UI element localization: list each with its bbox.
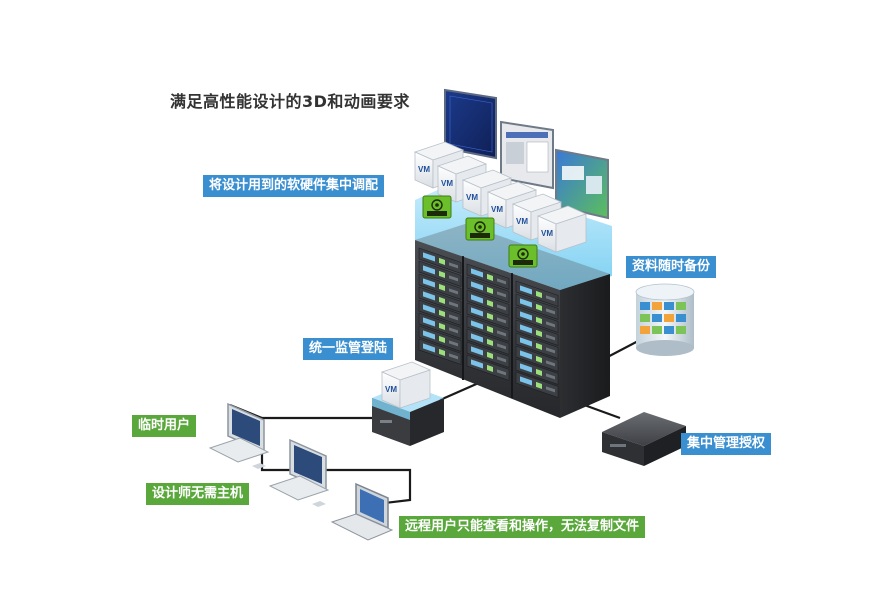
license-server-icon <box>602 412 686 466</box>
label-temp-user: 临时用户 <box>132 415 197 437</box>
display-screens <box>444 88 609 220</box>
database-icon <box>635 283 695 356</box>
gpu-caption: NVIDIA <box>513 261 530 267</box>
temp-user-workstation-icon <box>208 402 270 469</box>
label-license-management: 集中管理授权 <box>681 433 772 455</box>
designer-workstation-icon <box>268 438 330 507</box>
label-designer: 设计师无需主机 <box>146 483 250 505</box>
gpu-caption: NVIDIA <box>427 212 444 218</box>
remote-user-laptop-icon <box>330 482 394 541</box>
label-remote-user: 远程用户只能查看和操作，无法复制文件 <box>399 516 646 538</box>
server-rack <box>415 224 610 418</box>
page-title: 满足高性能设计的3D和动画要求 <box>170 92 410 111</box>
label-unified-login: 统一监管登陆 <box>303 338 394 360</box>
monitor-gateway-icon <box>372 361 444 446</box>
gpu-captions: NVIDIA NVIDIA NVIDIA <box>427 212 530 267</box>
label-data-backup: 资料随时备份 <box>626 256 717 278</box>
gpu-caption: NVIDIA <box>470 234 487 240</box>
label-resource-scheduling: 将设计用到的软硬件集中调配 <box>203 175 385 197</box>
